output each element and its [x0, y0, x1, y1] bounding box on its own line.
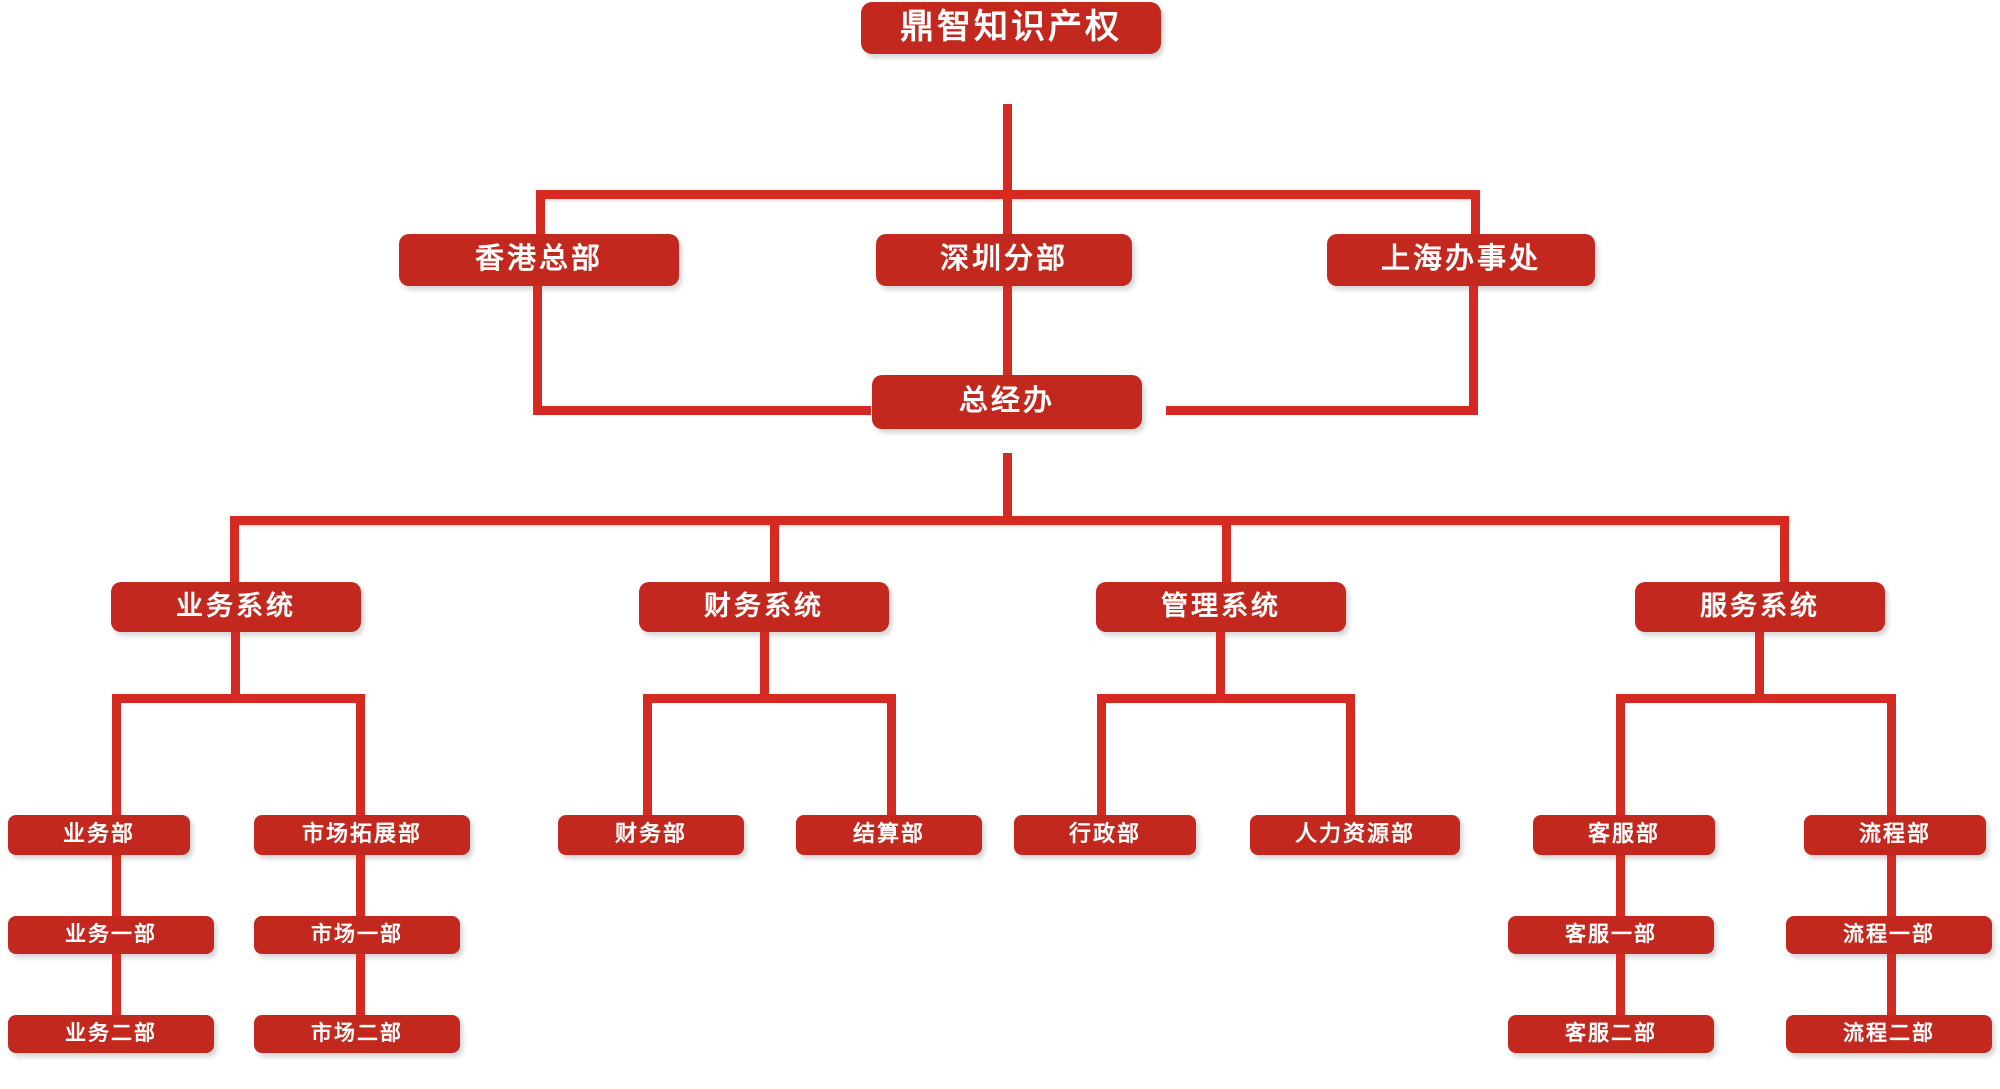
node-sub-business-2-label: 业务二部: [65, 1021, 157, 1045]
connector-business-bus: [112, 694, 365, 703]
node-dept-hr-label: 人力资源部: [1294, 821, 1415, 846]
connector-drop-finance-dept-1: [887, 694, 896, 818]
connector-system-bus: [230, 516, 1789, 525]
node-sub-process-2[interactable]: 流程二部: [1786, 1015, 1992, 1053]
node-dept-market-dev-label: 市场拓展部: [301, 821, 422, 846]
node-sub-business-1-label: 业务一部: [65, 922, 157, 946]
connector-drop-region-2: [1471, 190, 1480, 240]
connector-hk-to-gm: [533, 406, 871, 415]
connector-business-sub1-to-sub2: [112, 954, 121, 1017]
connector-root-stem: [1003, 104, 1012, 190]
connector-drop-service-dept-0: [1616, 694, 1625, 818]
node-dept-finance-label: 财务部: [614, 821, 687, 846]
node-root[interactable]: 鼎智知识产权: [861, 2, 1161, 54]
connector-drop-management-dept-1: [1346, 694, 1355, 818]
connector-business-dept-to-sub1: [112, 855, 121, 918]
node-dept-finance[interactable]: 财务部: [558, 815, 744, 855]
node-dept-process-label: 流程部: [1858, 821, 1931, 846]
node-dept-business[interactable]: 业务部: [8, 815, 190, 855]
connector-drop-finance-dept-0: [643, 694, 652, 818]
node-sub-market-1-label: 市场一部: [311, 922, 403, 946]
node-system-management[interactable]: 管理系统: [1096, 582, 1346, 632]
node-system-business[interactable]: 业务系统: [111, 582, 361, 632]
node-sub-business-1[interactable]: 业务一部: [8, 916, 214, 954]
connector-drop-region-0: [536, 190, 545, 240]
node-region-shenzhen-label: 深圳分部: [939, 242, 1068, 275]
connector-shanghai-down: [1469, 286, 1478, 414]
node-sub-process-1[interactable]: 流程一部: [1786, 916, 1992, 954]
connector-drop-business-dept-0: [112, 694, 121, 818]
node-dept-business-label: 业务部: [62, 821, 135, 846]
node-region-hongkong[interactable]: 香港总部: [399, 234, 679, 286]
node-sub-customer-service-2-label: 客服二部: [1565, 1021, 1657, 1045]
node-system-service[interactable]: 服务系统: [1635, 582, 1885, 632]
connector-management-stem: [1216, 632, 1225, 697]
connector-cs-sub1-to-sub2: [1616, 954, 1625, 1017]
node-system-finance-label: 财务系统: [704, 590, 824, 621]
connector-service-stem: [1755, 632, 1764, 697]
node-sub-customer-service-1[interactable]: 客服一部: [1508, 916, 1714, 954]
node-dept-hr[interactable]: 人力资源部: [1250, 815, 1460, 855]
connector-drop-business-dept-1: [356, 694, 365, 818]
connector-service-bus: [1616, 694, 1896, 703]
node-region-shanghai[interactable]: 上海办事处: [1327, 234, 1595, 286]
node-dept-settlement-label: 结算部: [852, 821, 925, 846]
node-dept-settlement[interactable]: 结算部: [796, 815, 982, 855]
connector-market-sub1-to-sub2: [356, 954, 365, 1017]
connector-management-bus: [1097, 694, 1355, 703]
node-sub-customer-service-1-label: 客服一部: [1565, 922, 1657, 946]
connector-market-dept-to-sub1: [356, 855, 365, 918]
node-region-hongkong-label: 香港总部: [474, 242, 603, 275]
node-sub-market-1[interactable]: 市场一部: [254, 916, 460, 954]
node-system-management-label: 管理系统: [1161, 590, 1281, 621]
node-sub-business-2[interactable]: 业务二部: [8, 1015, 214, 1053]
node-region-shanghai-label: 上海办事处: [1380, 242, 1541, 275]
node-sub-process-2-label: 流程二部: [1843, 1021, 1935, 1045]
node-sub-market-2[interactable]: 市场二部: [254, 1015, 460, 1053]
connector-gm-stem: [1003, 453, 1012, 520]
node-system-business-label: 业务系统: [176, 590, 296, 621]
connector-drop-system-0: [230, 516, 239, 584]
node-system-finance[interactable]: 财务系统: [639, 582, 889, 632]
connector-shanghai-to-gm: [1166, 406, 1478, 415]
node-dept-market-dev[interactable]: 市场拓展部: [254, 815, 470, 855]
node-general-office[interactable]: 总经办: [872, 375, 1142, 429]
node-region-shenzhen[interactable]: 深圳分部: [876, 234, 1132, 286]
node-dept-administration-label: 行政部: [1068, 821, 1141, 846]
node-sub-market-2-label: 市场二部: [311, 1021, 403, 1045]
connector-process-sub1-to-sub2: [1887, 954, 1896, 1017]
node-general-office-label: 总经办: [958, 384, 1055, 417]
connector-drop-service-dept-1: [1887, 694, 1896, 818]
connector-drop-system-2: [1222, 516, 1231, 584]
node-dept-customer-service-label: 客服部: [1587, 821, 1660, 846]
connector-drop-system-1: [770, 516, 779, 584]
node-dept-customer-service[interactable]: 客服部: [1533, 815, 1715, 855]
node-sub-process-1-label: 流程一部: [1843, 922, 1935, 946]
node-sub-customer-service-2[interactable]: 客服二部: [1508, 1015, 1714, 1053]
connector-hk-down: [533, 286, 542, 414]
connector-drop-region-1: [1003, 190, 1012, 240]
connector-business-stem: [231, 632, 240, 697]
connector-shenzhen-down: [1003, 286, 1012, 378]
connector-process-dept-to-sub1: [1887, 855, 1896, 918]
connector-finance-stem: [760, 632, 769, 697]
connector-drop-system-3: [1780, 516, 1789, 584]
connector-drop-management-dept-0: [1097, 694, 1106, 818]
connector-cs-dept-to-sub1: [1616, 855, 1625, 918]
node-dept-process[interactable]: 流程部: [1804, 815, 1986, 855]
node-root-label: 鼎智知识产权: [900, 8, 1122, 46]
node-dept-administration[interactable]: 行政部: [1014, 815, 1196, 855]
node-system-service-label: 服务系统: [1700, 590, 1820, 621]
connector-finance-bus: [643, 694, 896, 703]
